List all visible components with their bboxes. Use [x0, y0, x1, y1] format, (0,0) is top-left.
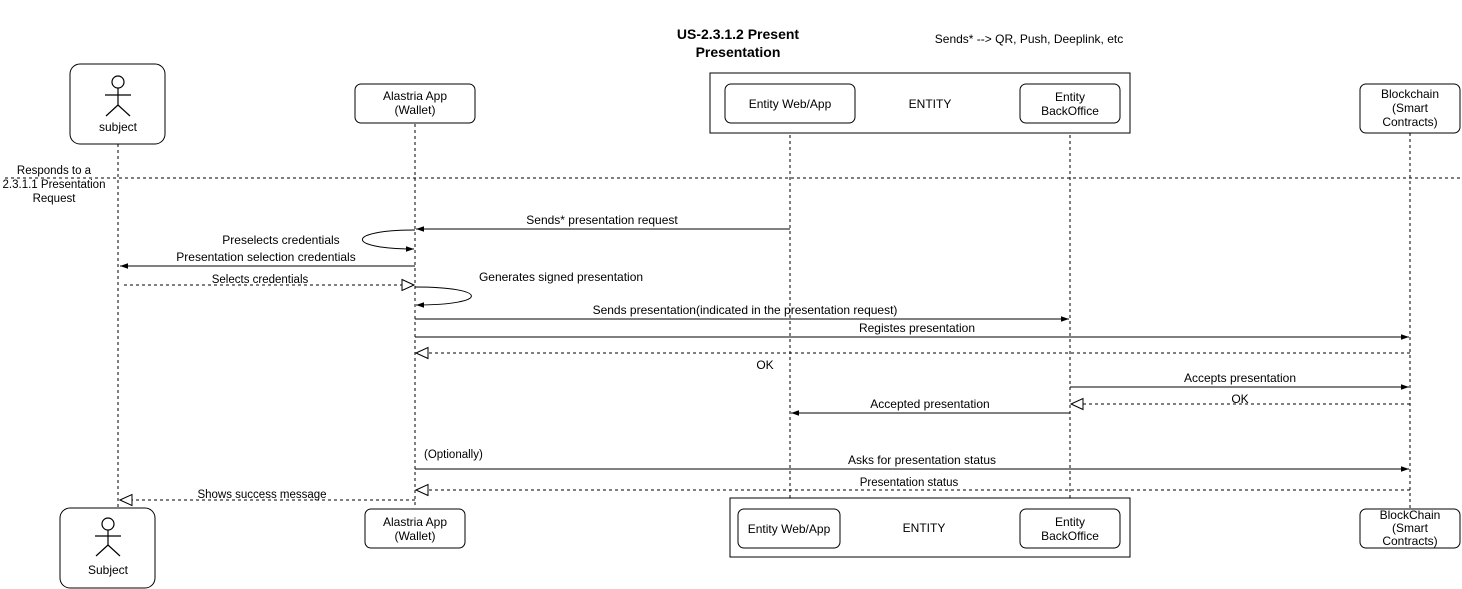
sends-note: Sends* --> QR, Push, Deeplink, etc [935, 32, 1123, 46]
entity-group-label: ENTITY [909, 97, 952, 111]
msg-preselects-credentials-label: Preselects credentials [222, 233, 339, 247]
fragment-label-line2: 2.3.1.1 Presentation [3, 179, 106, 191]
actor-icon [105, 75, 131, 117]
lifelines [117, 123, 1411, 508]
msg-ok-blockchain-backoffice-label: OK [1231, 392, 1248, 406]
blockchain-label-bottom-line3: Contracts) [1382, 534, 1437, 548]
diagram-title-line2: Presentation [696, 44, 781, 60]
msg-selects-credentials-label: Selects credentials [212, 274, 309, 286]
entity-group-top: ENTITY Entity Web/App Entity BackOffice [709, 72, 1131, 134]
subject-label: subject [99, 120, 138, 134]
diagram-title-line1: US-2.3.1.2 Present [677, 26, 800, 42]
msg-asks-presentation-status-label: Asks for presentation status [848, 453, 996, 467]
blockchain-label-line3: Contracts) [1382, 115, 1437, 129]
entity-web-label: Entity Web/App [749, 97, 832, 111]
msg-preselects-credentials [362, 229, 416, 252]
blockchain-label-line1: Blockchain [1381, 87, 1439, 101]
blockchain-label-bottom-line2: (Smart [1392, 521, 1429, 535]
entity-backoffice-label-bottom-line1: Entity [1055, 515, 1085, 529]
wallet-label-bottom-line2: (Wallet) [395, 529, 436, 543]
participant-entity-backoffice-bottom [1019, 508, 1121, 549]
entity-group-label-bottom: ENTITY [903, 521, 946, 535]
msg-generates-signed-presentation [414, 286, 472, 308]
blockchain-label-bottom-line1: BlockChain [1380, 508, 1441, 522]
wallet-label-bottom-line1: Alastria App [383, 515, 447, 529]
msg-presentation-selection-label: Presentation selection credentials [176, 250, 355, 264]
msg-registes-presentation-label: Registes presentation [859, 321, 975, 335]
blockchain-label-line2: (Smart [1392, 101, 1429, 115]
participant-wallet-top: Alastria App (Wallet) [354, 83, 476, 124]
msg-optionally-note: (Optionally) [424, 449, 483, 461]
fragment-label-line3: Request [33, 193, 77, 205]
entity-backoffice-label-line1: Entity [1055, 90, 1085, 104]
participant-entity-web-bottom [737, 508, 841, 549]
msg-shows-success-message-label: Shows success message [197, 489, 326, 501]
msg-sends-presentation-label: Sends presentation(indicated in the pres… [593, 303, 898, 317]
entity-group-bottom: ENTITY Entity Web/App Entity BackOffice [729, 497, 1131, 558]
participant-blockchain-bottom: BlockChain (Smart Contracts) [1359, 508, 1461, 549]
subject-label-bottom: Subject [88, 563, 129, 577]
participant-subject-bottom: Subject [59, 507, 156, 589]
msg-sends-presentation-request-label: Sends* presentation request [526, 213, 678, 227]
entity-backoffice-label-line2: BackOffice [1041, 104, 1099, 118]
participant-entity-web-top [724, 83, 856, 124]
msg-ok-blockchain-wallet-label: OK [756, 358, 773, 372]
wallet-label-line2: (Wallet) [395, 103, 436, 117]
entity-web-label-bottom: Entity Web/App [748, 522, 831, 536]
entity-backoffice-label-bottom-line2: BackOffice [1041, 529, 1099, 543]
msg-accepted-presentation-label: Accepted presentation [870, 397, 989, 411]
actor-icon [95, 517, 121, 557]
msg-presentation-status-label: Presentation status [860, 477, 959, 489]
fragment-label-line1: Responds to a [17, 165, 92, 177]
msg-generates-signed-presentation-label: Generates signed presentation [479, 270, 643, 284]
msg-accepts-presentation-label: Accepts presentation [1184, 371, 1296, 385]
wallet-label-line1: Alastria App [383, 89, 447, 103]
participant-wallet-bottom: Alastria App (Wallet) [364, 508, 466, 549]
participant-entity-backoffice-top [1019, 83, 1121, 124]
participant-subject-top: subject [69, 63, 166, 145]
participant-blockchain-top: Blockchain (Smart Contracts) [1359, 83, 1461, 134]
